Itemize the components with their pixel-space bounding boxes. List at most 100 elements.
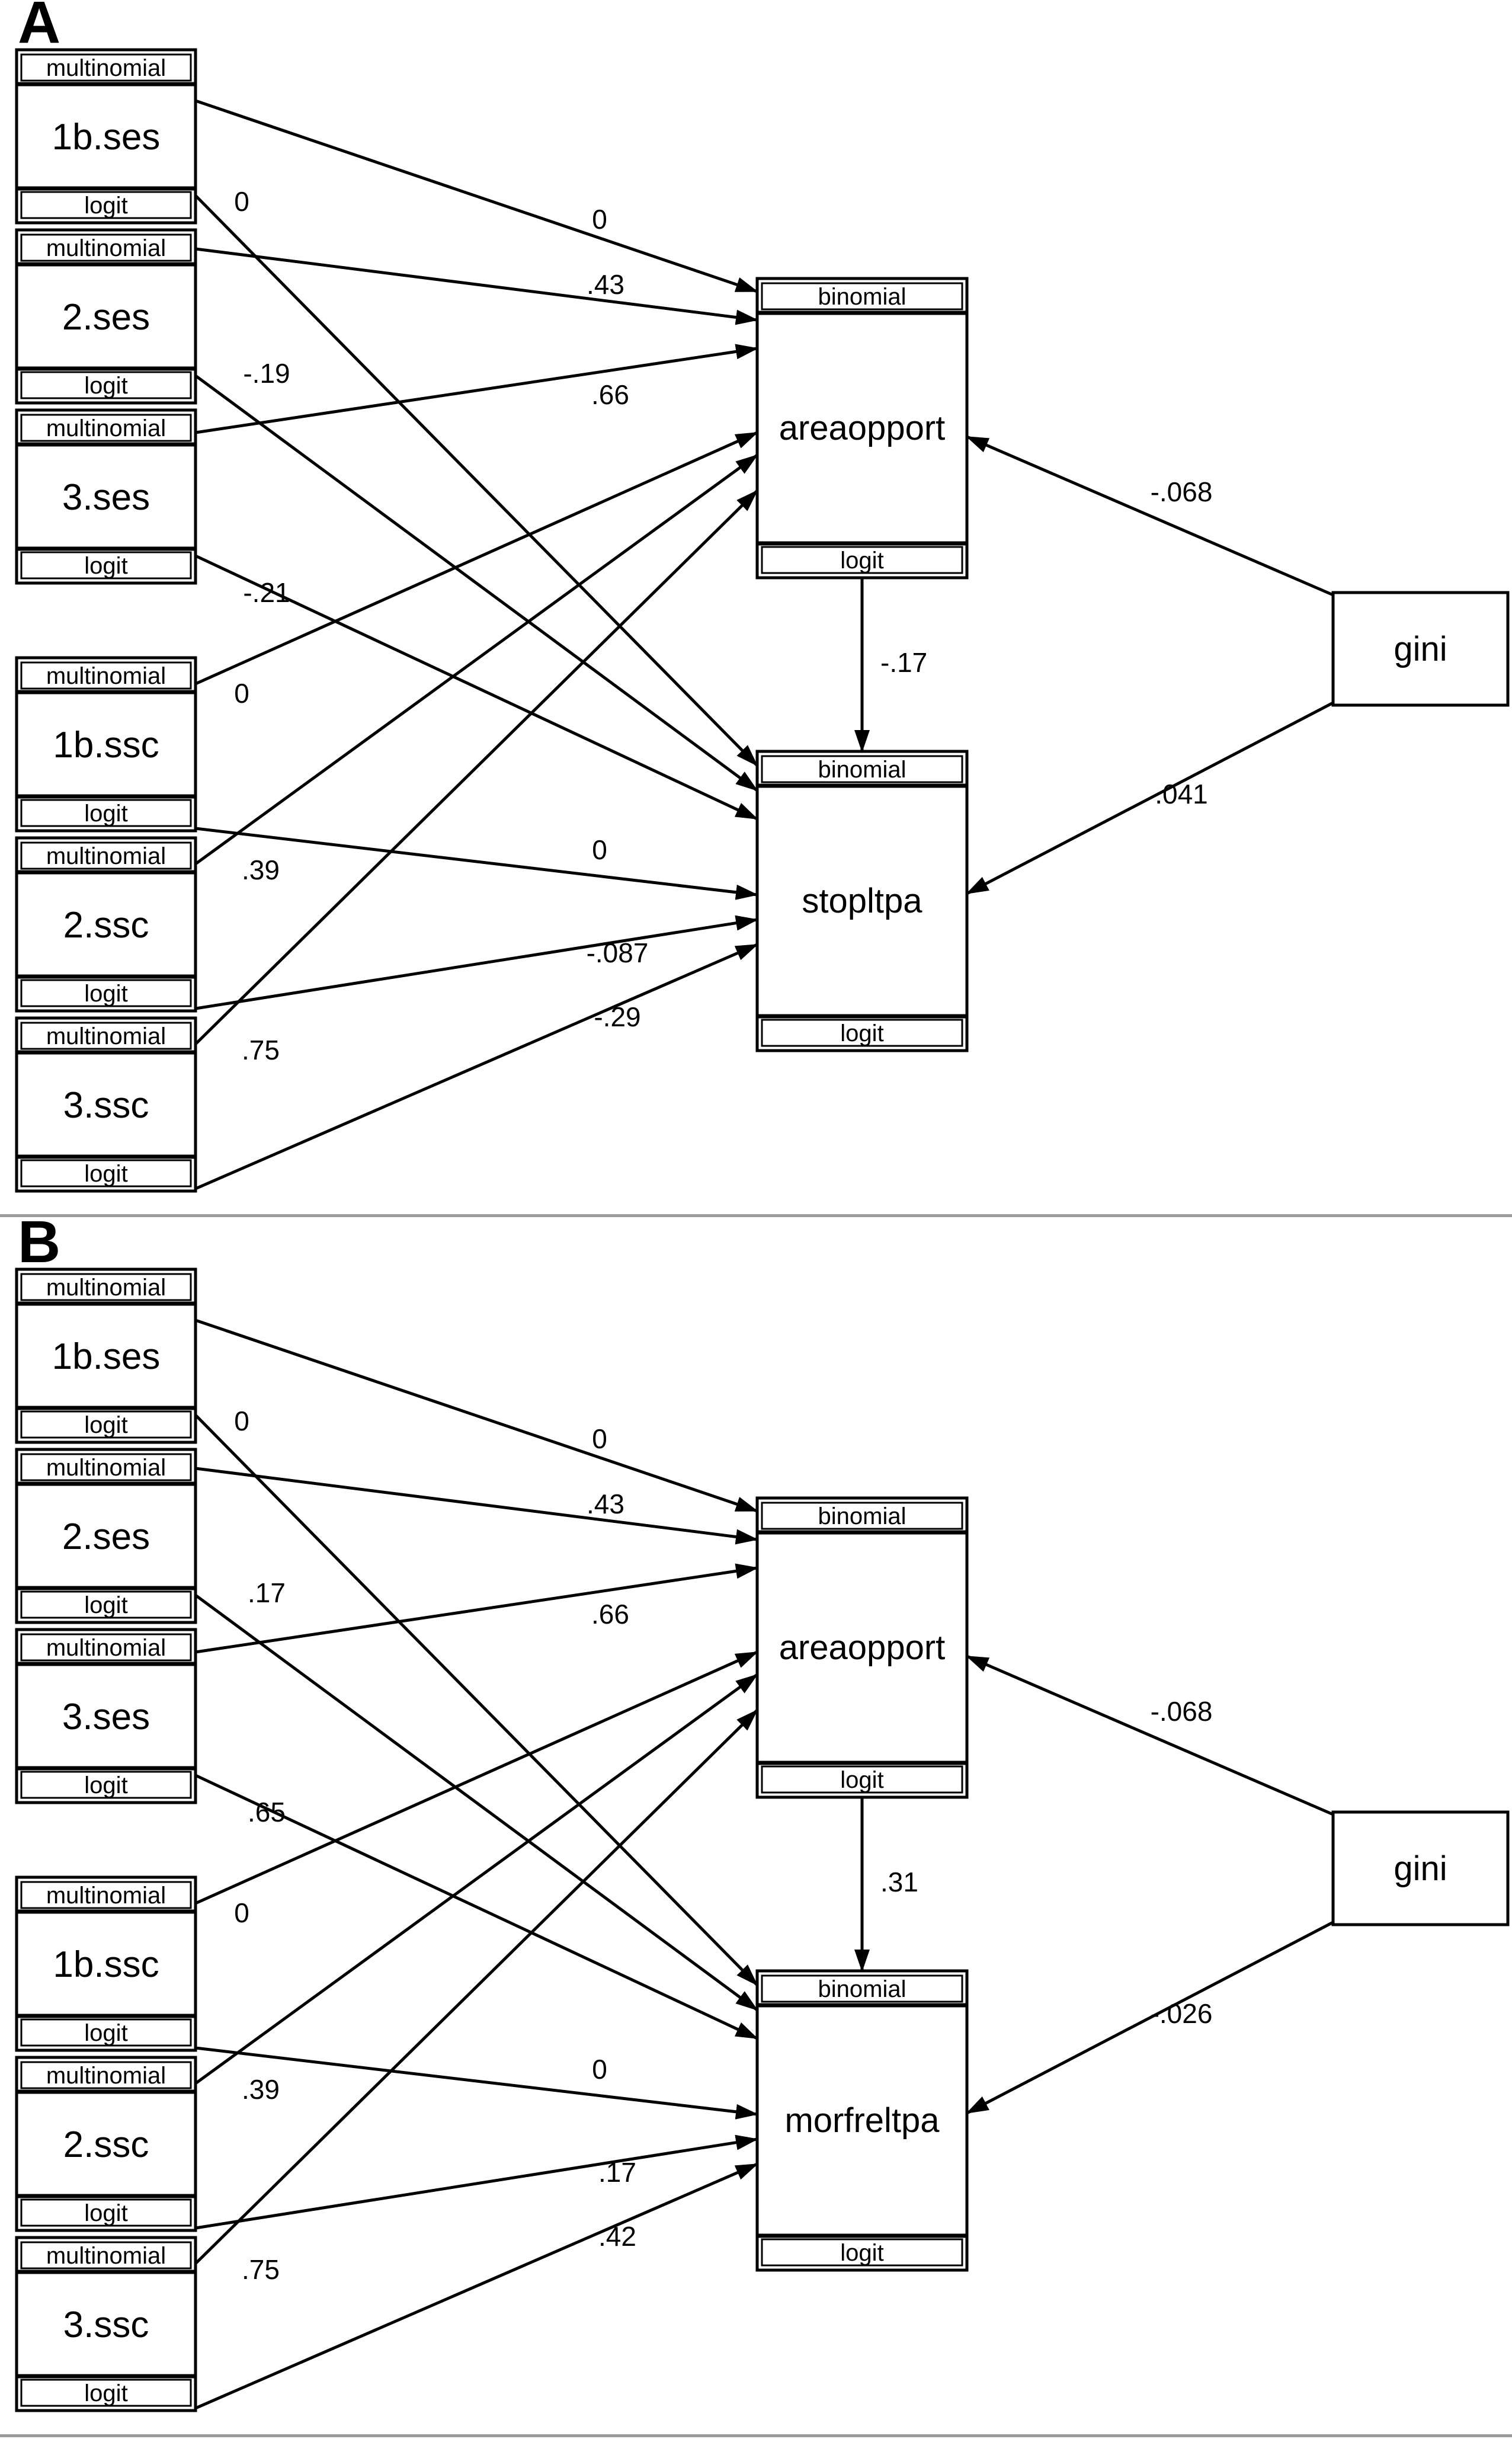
path-1b-ses-to-areaopport	[195, 1318, 758, 1513]
node-stopltpa-family-strip	[761, 755, 963, 783]
node-2-ssc-family-label: multinomial	[46, 2063, 166, 2089]
node-areaopport-family-label: binomial	[818, 284, 906, 310]
node-2-ssc-link-label: logit	[84, 2200, 127, 2226]
node-1b-ses-label: 1b.ses	[52, 117, 161, 158]
coef-1b-ssc-to-areaopport: 0	[234, 1897, 249, 1928]
coef-1b-ses-to-areaopport: 0	[592, 204, 607, 235]
coef-1b-ses-to-areaopport: 0	[592, 1423, 607, 1454]
path-1b-ssc-to-areaopport	[194, 431, 758, 686]
node-3-ses-family-strip	[20, 414, 192, 442]
node-3-ses-label: 3.ses	[62, 477, 150, 518]
node-2-ssc-family-strip	[20, 2061, 192, 2089]
node-2-ses-label: 2.ses	[62, 1516, 150, 1557]
node-3-ssc-link-strip	[20, 1159, 192, 1188]
coef-gini-to-stopltpa: .041	[1155, 779, 1208, 809]
coef-1b-ses-to-stopltpa: 0	[234, 186, 249, 217]
coef-3-ssc-to-stopltpa: -.29	[594, 1001, 640, 1032]
coef-3-ses-to-areaopport: .66	[591, 379, 629, 410]
node-3-ses: multinomial logit 3.ses	[15, 1628, 197, 1804]
node-stopltpa: binomial logit stopltpa	[755, 750, 969, 1052]
node-3-ssc-link-label: logit	[84, 1161, 127, 1187]
coef-2-ssc-to-areaopport: .39	[242, 854, 280, 885]
path-2-ssc-to-morfreltpa	[195, 2134, 758, 2230]
node-areaopport-family-label: binomial	[818, 1503, 906, 1529]
node-2-ssc-family-label: multinomial	[46, 843, 166, 869]
node-areaopport-link-strip	[761, 546, 963, 574]
panel-label-b: B	[18, 1209, 60, 1275]
panel-a: A0.43.660-.19-.210.39.750-.087-.29-.17-.…	[15, 0, 1510, 1193]
path-1b-ses-to-morfreltpa	[194, 1414, 758, 1986]
path-3-ssc-to-areaopport	[194, 1709, 758, 2265]
node-3-ses-link-strip	[20, 1771, 192, 1799]
path-2-ses-to-morfreltpa	[194, 1593, 758, 2012]
node-1b-ses-family-strip	[20, 53, 192, 82]
node-1b-ssc-family-strip	[20, 661, 192, 690]
node-stopltpa-family-label: binomial	[818, 757, 906, 783]
path-2-ssc-to-areaopport	[194, 453, 758, 866]
panel-label-a: A	[18, 0, 60, 56]
node-morfreltpa-family-label: binomial	[818, 1976, 906, 2002]
node-1b-ssc-family-strip	[20, 1881, 192, 1909]
node-gini: gini	[1331, 1810, 1510, 1926]
node-3-ses-family-label: multinomial	[46, 1635, 166, 1661]
path-1b-ses-to-areaopport	[195, 99, 758, 293]
node-2-ses-label: 2.ses	[62, 297, 150, 338]
node-morfreltpa-link-strip	[761, 2238, 963, 2267]
node-1b-ssc-link-label: logit	[84, 2020, 127, 2046]
node-stopltpa-link-strip	[761, 1019, 963, 1047]
path-3-ssc-to-areaopport	[194, 489, 758, 1045]
node-2-ssc-label: 2.ssc	[63, 2124, 149, 2165]
node-3-ssc-family-strip	[20, 2241, 192, 2270]
node-2-ses-family-label: multinomial	[46, 1455, 166, 1481]
path-gini-to-areaopport	[966, 435, 1334, 597]
coef-3-ses-to-stopltpa: -.21	[243, 577, 290, 608]
node-3-ses-link-label: logit	[84, 1772, 127, 1798]
node-1b-ses-link-strip	[20, 191, 192, 219]
path-2-ssc-to-areaopport	[194, 1673, 758, 2085]
path-1b-ssc-to-areaopport	[194, 1650, 758, 1905]
node-2-ses: multinomial logit 2.ses	[15, 228, 197, 405]
node-2-ssc: multinomial logit 2.ssc	[15, 2056, 197, 2232]
node-3-ses-family-label: multinomial	[46, 415, 166, 441]
path-3-ses-to-areaopport	[195, 1563, 758, 1654]
node-1b-ses-family-label: multinomial	[46, 1275, 166, 1301]
panel-divider	[0, 2434, 1512, 2437]
node-2-ses-link-label: logit	[84, 373, 127, 399]
coef-2-ssc-to-areaopport: .39	[242, 2074, 280, 2105]
node-3-ses-link-strip	[20, 551, 192, 580]
path-2-ses-to-areaopport	[195, 247, 758, 325]
node-morfreltpa-label: morfreltpa	[784, 2101, 940, 2140]
node-2-ssc-family-strip	[20, 841, 192, 870]
node-2-ses-family-label: multinomial	[46, 235, 166, 261]
node-1b-ssc-label: 1b.ssc	[53, 725, 159, 766]
path-2-ses-to-stopltpa	[194, 374, 758, 792]
node-gini-label: gini	[1394, 1849, 1447, 1888]
path-1b-ses-to-stopltpa	[194, 194, 758, 767]
node-3-ssc-label: 3.ssc	[63, 1085, 149, 1126]
node-stopltpa-link-label: logit	[840, 1020, 883, 1046]
path-gini-to-areaopport	[966, 1654, 1334, 1816]
path-3-ses-to-areaopport	[195, 344, 758, 434]
node-1b-ssc-family-label: multinomial	[46, 1883, 166, 1909]
node-1b-ssc-label: 1b.ssc	[53, 1944, 159, 1985]
node-2-ssc-link-label: logit	[84, 981, 127, 1007]
coef-gini-to-areaopport: -.068	[1151, 1696, 1213, 1727]
node-1b-ses-label: 1b.ses	[52, 1336, 161, 1377]
coef-2-ssc-to-morfreltpa: .17	[598, 2157, 636, 2188]
coef-1b-ssc-to-areaopport: 0	[234, 678, 249, 709]
node-3-ssc-label: 3.ssc	[63, 2304, 149, 2345]
node-2-ssc-link-strip	[20, 2198, 192, 2227]
node-stopltpa-label: stopltpa	[802, 882, 922, 920]
path-2-ses-to-areaopport	[195, 1467, 758, 1545]
node-3-ses-label: 3.ses	[62, 1697, 150, 1737]
